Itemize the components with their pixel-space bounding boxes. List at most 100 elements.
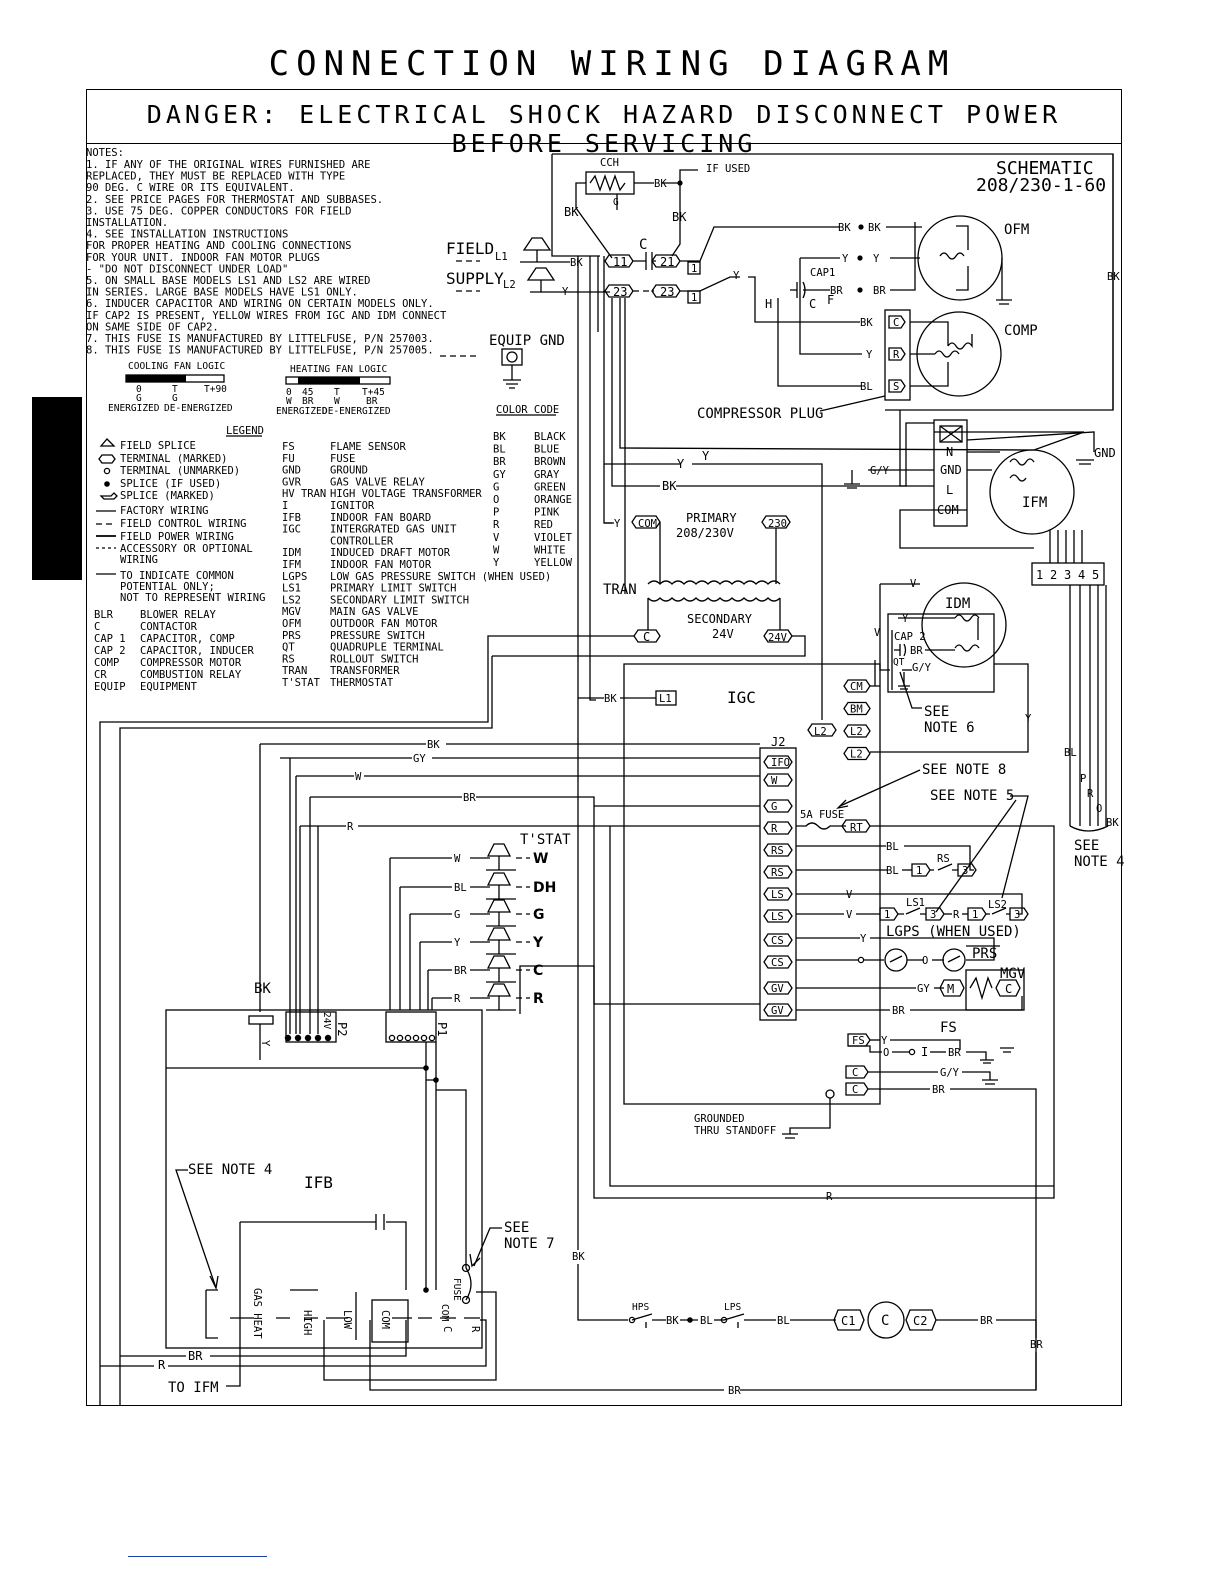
wire-label-v: V (846, 909, 853, 921)
abbrev-key: LS2 (282, 594, 301, 606)
color-key: P (493, 507, 499, 519)
p1-pin (404, 1034, 412, 1042)
field-splice-icon (486, 872, 516, 900)
cooling-state-energized: ENERGIZED (108, 403, 160, 414)
igc-l2-terminal (807, 723, 837, 737)
relay-com-box (371, 1299, 409, 1343)
wire-label-y: Y (902, 613, 909, 625)
note-line: FOR PROPER HEATING AND COOLING CONNECTIO… (86, 240, 352, 252)
indoor-fan-board: BK Y P2 24V P1 IFB SEE NOTE 4 GAS HEAT H… (100, 981, 741, 1397)
note-line: 6. INDUCER CAPACITOR AND WIRING ON CERTA… (86, 298, 434, 310)
p2-pins (284, 1034, 332, 1042)
ls2-3: 3 (1014, 909, 1020, 921)
p2-pin (284, 1034, 292, 1042)
abbrev-key: EQUIP (94, 681, 126, 693)
cooling-mark-t90: T+90 (204, 384, 227, 395)
color-code-title: COLOR CODE (496, 404, 559, 416)
relay-r: R (469, 1326, 481, 1333)
ifm-n: N (946, 445, 953, 459)
wire-label-bl: BL (860, 381, 873, 393)
ground-icon (898, 672, 910, 690)
contactor-contact-icon (633, 252, 656, 270)
see-note-7-2: NOTE 7 (504, 1236, 555, 1252)
abbrev-value: INTERGRATED GAS UNIT (330, 524, 457, 536)
abbrev-value: ROLLOUT SWITCH (330, 653, 419, 665)
heating-sub-w1: W (286, 396, 292, 407)
wire-label-bk: BK (427, 739, 440, 751)
p1-pin (420, 1034, 428, 1042)
tran-c-label: C (643, 630, 650, 644)
comp-pin-r: R (893, 349, 900, 361)
igc-outline (623, 663, 881, 1105)
cap2-label: CAP 2 (894, 631, 926, 643)
see-note-4: SEE NOTE 4 (188, 1162, 272, 1178)
ground-icon (503, 365, 521, 389)
cch-label: CCH (600, 157, 619, 169)
wire-label-br: BR (948, 1047, 961, 1059)
j2-pin-label: IFO (771, 757, 790, 769)
rs-label: RS (937, 853, 950, 865)
see-note-5: SEE NOTE 5 (930, 788, 1014, 804)
abbrev-key: FU (282, 453, 295, 465)
fs-pin: FS (852, 1035, 865, 1047)
p2-24v: 24V (321, 1012, 332, 1029)
igc-c-1: C (852, 1067, 858, 1079)
abbrev-value: CAPACITOR, INDUCER (140, 645, 254, 657)
heating-mark-0: 0 (286, 387, 292, 398)
abbrev-key: MGV (282, 606, 302, 618)
ifm-plug (933, 419, 968, 527)
igc-l1-label: L1 (659, 693, 672, 705)
wire-label-gy: GY (917, 983, 930, 995)
wire-label-y: Y (677, 457, 685, 471)
abbrev-value: CONTACTOR (140, 621, 198, 633)
terminal-1-label: 1 (691, 292, 697, 304)
abbrev-value: CONTROLLER (330, 535, 394, 547)
igc-pin-label: L2 (850, 726, 863, 738)
wire-label-br: BR (188, 1349, 203, 1363)
p1-connector (385, 1011, 437, 1043)
terminal-unmarked-icon (103, 467, 111, 475)
note-line: 4. SEE INSTALLATION INSTRUCTIONS (86, 229, 288, 241)
plug-number: 2 (1050, 568, 1057, 582)
plug-number: 1 (1036, 568, 1043, 582)
ifm-plug-icon (939, 425, 963, 443)
tstat-label: T'STAT (520, 832, 571, 848)
j2-pin-terminal (763, 1003, 793, 1017)
j2-pin-label: LS (771, 911, 784, 923)
note-line: IN SERIES. LARGE BASE MODELS HAVE LS1 ON… (86, 287, 358, 299)
tran-com: COM (638, 518, 657, 530)
wire-label-y: Y (842, 253, 849, 265)
indoor-fan-motor (989, 449, 1075, 535)
tstat-terminal-label: C (533, 963, 543, 979)
heating-mark-t45: T+45 (362, 387, 385, 398)
color-value: WHITE (534, 544, 566, 556)
color-value: GRAY (534, 469, 560, 481)
wire-label-y: Y (873, 253, 880, 265)
wire-label-gy: G/Y (940, 1067, 960, 1079)
plug-number: 4 (1078, 568, 1085, 582)
ifb-fuse (248, 1015, 274, 1025)
if-used-label: IF USED (706, 163, 750, 175)
wire-label-o: O (922, 955, 928, 967)
capacitor-icon (894, 643, 907, 657)
ifm-label: IFM (1022, 495, 1047, 511)
legend-entry: POTENTIAL ONLY; (120, 581, 215, 593)
j2-pin-terminal (763, 755, 793, 769)
heating-state-energized: ENERGIZED (276, 406, 328, 417)
fuse-5a-label: 5A FUSE (800, 809, 844, 821)
j2-pin-terminal (763, 821, 793, 835)
fuse-pin: FUSE (451, 1278, 462, 1301)
prs-label: PRS (972, 946, 997, 962)
abbrev-value: INDOOR FAN MOTOR (330, 559, 432, 571)
plug-number: 3 (1064, 568, 1071, 582)
color-key: O (493, 494, 499, 506)
color-value: BLUE (534, 444, 559, 456)
wire-label-y: Y (614, 518, 621, 530)
relay-gas-heat: GAS HEAT (251, 1288, 263, 1339)
ground-icon (966, 1051, 994, 1064)
see-note-4-right-2: NOTE 4 (1074, 854, 1125, 870)
wire-label-bk: BK (1107, 271, 1120, 283)
